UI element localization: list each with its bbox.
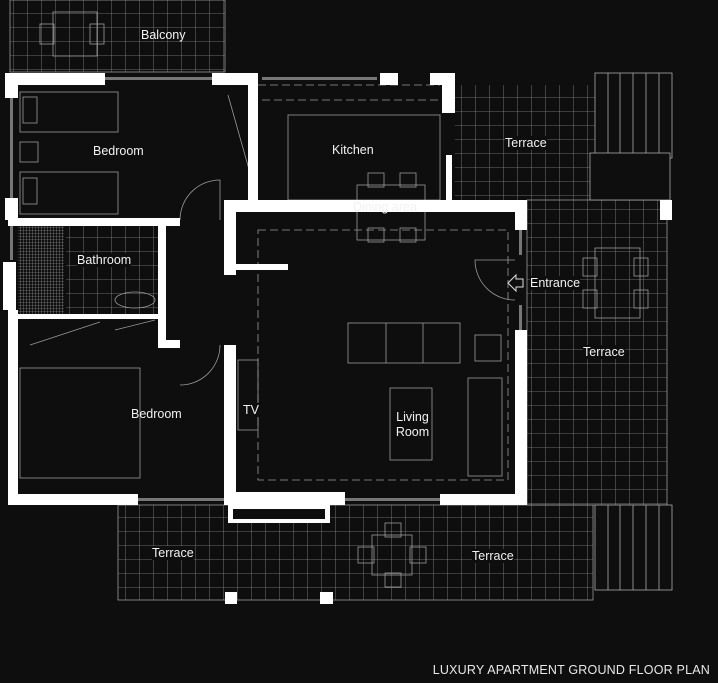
stairs-bottom-right <box>594 504 673 591</box>
room-label-terrace-bottom-left: Terrace <box>152 546 194 560</box>
room-label-entrance: Entrance <box>530 276 581 290</box>
tv-cabinet-inner <box>233 509 325 519</box>
room-label-kitchen: Kitchen <box>332 143 374 157</box>
room-label-dining-area: Dining area <box>353 200 417 214</box>
plan-title: LUXURY APARTMENT GROUND FLOOR PLAN <box>432 663 710 677</box>
room-label-terrace-top: Terrace <box>505 136 547 150</box>
shower-floor <box>18 226 64 314</box>
terrace-bottom-floor <box>117 504 594 601</box>
balcony-floor <box>9 0 226 73</box>
walls <box>3 73 672 604</box>
room-label-bathroom: Bathroom <box>77 253 132 267</box>
furniture-and-outlines <box>19 11 649 588</box>
room-label-bedroom-bottom: Bedroom <box>131 407 182 421</box>
room-label-bedroom-top: Bedroom <box>93 144 144 158</box>
room-label-terrace-right: Terrace <box>583 345 625 359</box>
room-label-terrace-bottom: Terrace <box>472 549 514 563</box>
living-line1: Living <box>396 410 429 424</box>
living-line2: Room <box>395 425 430 439</box>
bathroom-floor <box>66 226 158 314</box>
stairs-top-right <box>589 72 673 201</box>
room-label-balcony: Balcony <box>141 28 186 42</box>
room-label-tv: TV <box>243 403 259 417</box>
entrance-arrow-icon <box>507 273 524 293</box>
